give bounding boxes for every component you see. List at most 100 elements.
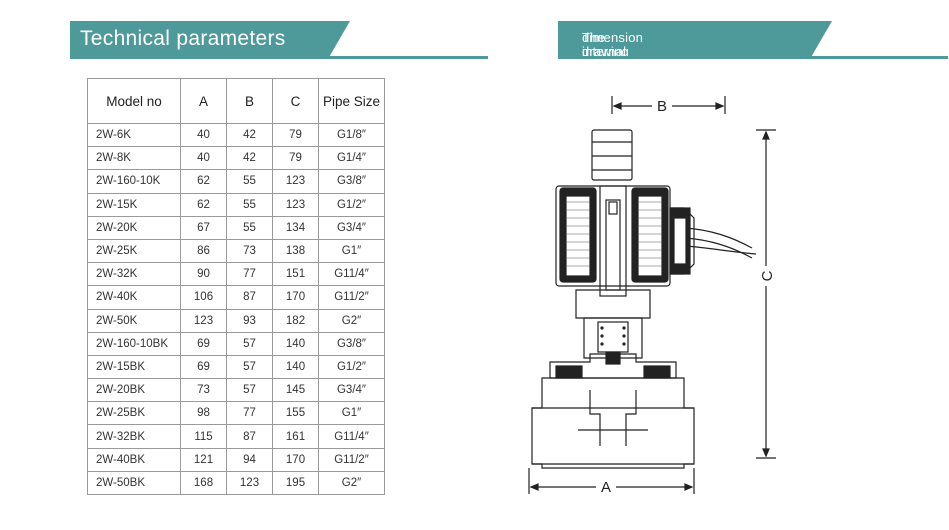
banner-tab: Technical parameters: [70, 21, 350, 59]
cell-pipe-size: G2″: [318, 470, 385, 496]
cell-model: 2W-25K: [87, 238, 181, 264]
cell-model: 2W-40BK: [87, 447, 181, 472]
cell-c: 140: [272, 354, 319, 380]
cell-pipe-size: G3/8″: [318, 169, 385, 194]
cell-c: 195: [272, 470, 319, 496]
cell-c: 134: [272, 215, 319, 240]
cell-c: 140: [272, 331, 319, 356]
cell-a: 168: [180, 470, 227, 496]
cell-b: 94: [226, 447, 273, 472]
cell-c: 123: [272, 169, 319, 194]
cell-pipe-size: G11/2″: [318, 285, 385, 310]
cell-c: 79: [272, 122, 319, 148]
cell-a: 123: [180, 308, 227, 333]
valve-body: [531, 377, 695, 469]
cell-a: 40: [180, 146, 227, 171]
bonnet-flange: [575, 289, 651, 319]
cell-c: 170: [272, 285, 319, 310]
cell-model: 2W-32BK: [87, 424, 181, 449]
cell-pipe-size: G3/4″: [318, 378, 385, 403]
cell-pipe-size: G1/4″: [318, 146, 385, 171]
cell-c: 182: [272, 308, 319, 333]
cell-pipe-size: G3/8″: [318, 331, 385, 356]
cell-a: 73: [180, 378, 227, 403]
cell-c: 170: [272, 447, 319, 472]
bonnet-neck: [583, 317, 643, 359]
cell-b: 42: [226, 122, 273, 148]
cell-model: 2W-25BK: [87, 401, 181, 426]
cell-c: 155: [272, 401, 319, 426]
banner-rule: [558, 56, 948, 59]
cell-b: 87: [226, 285, 273, 310]
cell-pipe-size: G1/2″: [318, 192, 385, 217]
cell-model: 2W-15BK: [87, 354, 181, 380]
cell-a: 98: [180, 401, 227, 426]
dim-a-arrow-left: [529, 483, 539, 491]
cell-b: 77: [226, 401, 273, 426]
cell-b: 55: [226, 192, 273, 217]
cell-a: 69: [180, 331, 227, 356]
cell-a: 62: [180, 192, 227, 217]
cell-c: 151: [272, 262, 319, 287]
cell-a: 69: [180, 354, 227, 380]
cell-pipe-size: G2″: [318, 308, 385, 333]
section-title: Technical parameters: [80, 27, 286, 50]
dim-b-arrow-left: [612, 102, 622, 110]
cell-b: 87: [226, 424, 273, 449]
cell-model: 2W-50BK: [87, 470, 181, 496]
cell-b: 57: [226, 354, 273, 380]
valve-seat-disc: [605, 351, 621, 365]
header-a: A: [180, 78, 227, 124]
cell-model: 2W-15K: [87, 192, 181, 217]
cell-pipe-size: G1″: [318, 401, 385, 426]
cell-model: 2W-8K: [87, 146, 181, 171]
cell-model: 2W-40K: [87, 285, 181, 310]
cell-b: 42: [226, 146, 273, 171]
cell-b: 123: [226, 470, 273, 496]
cell-pipe-size: G11/4″: [318, 424, 385, 449]
cable-wire-2: [685, 237, 753, 259]
cell-model: 2W-160-10K: [87, 169, 181, 194]
cell-model: 2W-20K: [87, 215, 181, 240]
cell-pipe-size: G11/2″: [318, 447, 385, 472]
cell-a: 86: [180, 238, 227, 264]
cell-b: 73: [226, 238, 273, 264]
dim-a-arrow-right: [684, 483, 694, 491]
cell-c: 79: [272, 146, 319, 171]
plunger-tube: [599, 185, 627, 297]
cell-b: 57: [226, 378, 273, 403]
cell-model: 2W-50K: [87, 308, 181, 333]
internal-passage-left: [589, 390, 601, 446]
table-header-row: Model no A B C Pipe Size: [87, 78, 385, 124]
cable-wire-1: [685, 227, 753, 249]
dim-b-label: B: [657, 98, 667, 115]
cell-a: 67: [180, 215, 227, 240]
cell-b: 57: [226, 331, 273, 356]
cell-a: 90: [180, 262, 227, 287]
cell-c: 138: [272, 238, 319, 264]
cell-pipe-size: G1/2″: [318, 354, 385, 380]
dim-b-arrow-right: [715, 102, 725, 110]
internal-passage-right: [625, 390, 637, 446]
cell-c: 123: [272, 192, 319, 217]
top-cap: [591, 129, 633, 181]
cell-a: 121: [180, 447, 227, 472]
cell-a: 106: [180, 285, 227, 310]
dim-c-arrow-bottom: [762, 448, 770, 458]
header-c: C: [272, 78, 319, 124]
cell-b: 93: [226, 308, 273, 333]
cell-model: 2W-32K: [87, 262, 181, 287]
